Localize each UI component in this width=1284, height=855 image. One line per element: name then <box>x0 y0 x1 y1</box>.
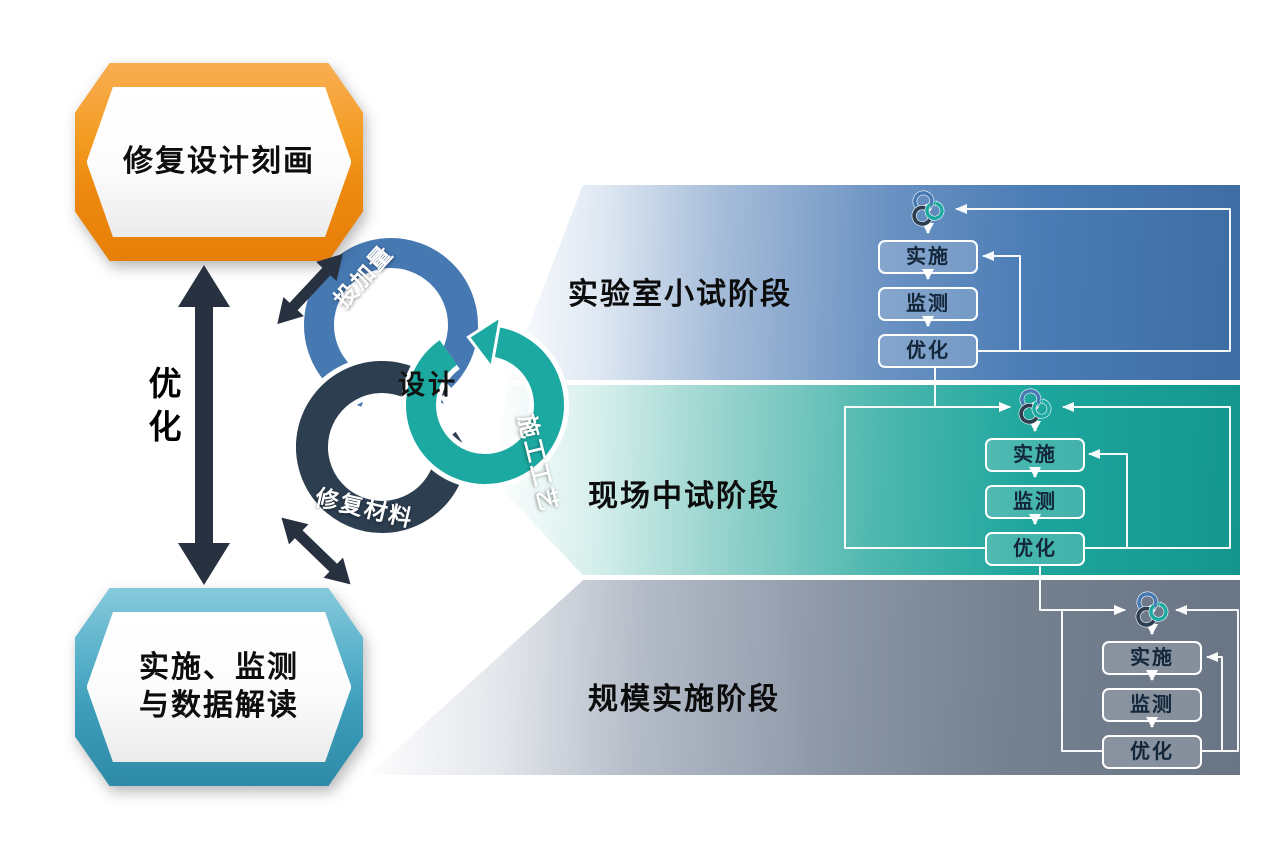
feedback-double-arrow-bottom-icon <box>281 517 351 585</box>
step-box-monitor: 监测 <box>878 287 978 321</box>
implementation-box-label-line1: 实施、监测 <box>139 651 299 684</box>
hexagon-inner-panel: 修复设计刻画 <box>86 86 352 238</box>
cycle-icon <box>1132 590 1172 630</box>
optimization-label: 优化 <box>144 366 181 452</box>
hexagon-inner-panel: 实施、监测 与数据解读 <box>86 611 352 763</box>
feedback-lines <box>844 204 1239 752</box>
step-box-monitor: 监测 <box>985 485 1085 519</box>
design-characterization-box: 修复设计刻画 <box>75 63 363 261</box>
flowchart-full-scale: 实施 监测 优化 <box>1102 590 1202 770</box>
optimization-double-arrow-icon <box>178 265 230 585</box>
step-arrows <box>922 223 934 327</box>
hexagon-frame: 修复设计刻画 <box>75 63 363 261</box>
step-arrows <box>1029 421 1041 525</box>
flowchart-pilot: 实施 监测 优化 <box>985 387 1085 567</box>
step-box-optimize: 优化 <box>878 334 978 368</box>
step-box-implement: 实施 <box>878 240 978 274</box>
flowchart-lab: 实施 监测 优化 <box>878 189 978 369</box>
implementation-box-label-line2: 与数据解读 <box>139 689 299 722</box>
design-center-label: 设计 <box>398 370 458 400</box>
step-box-implement: 实施 <box>1102 641 1202 675</box>
stage-label-pilot: 现场中试阶段 <box>588 480 780 513</box>
step-box-optimize: 优化 <box>1102 735 1202 769</box>
cycle-icon <box>908 189 948 229</box>
step-box-optimize: 优化 <box>985 532 1085 566</box>
stage-label-lab: 实验室小试阶段 <box>568 278 792 311</box>
stage-band-pilot: 现场中试阶段 <box>493 385 1240 575</box>
hexagon-frame: 实施、监测 与数据解读 <box>75 588 363 786</box>
design-box-label: 修复设计刻画 <box>123 145 315 178</box>
step-box-monitor: 监测 <box>1102 688 1202 722</box>
implementation-monitoring-box: 实施、监测 与数据解读 <box>75 588 363 786</box>
stage-band-lab: 实验室小试阶段 <box>508 185 1240 380</box>
step-arrows <box>1146 624 1158 728</box>
cycle-icon <box>1015 387 1055 427</box>
step-box-implement: 实施 <box>985 438 1085 472</box>
stage-label-full-scale: 规模实施阶段 <box>588 683 780 716</box>
feedback-double-arrow-top-icon <box>277 253 343 325</box>
